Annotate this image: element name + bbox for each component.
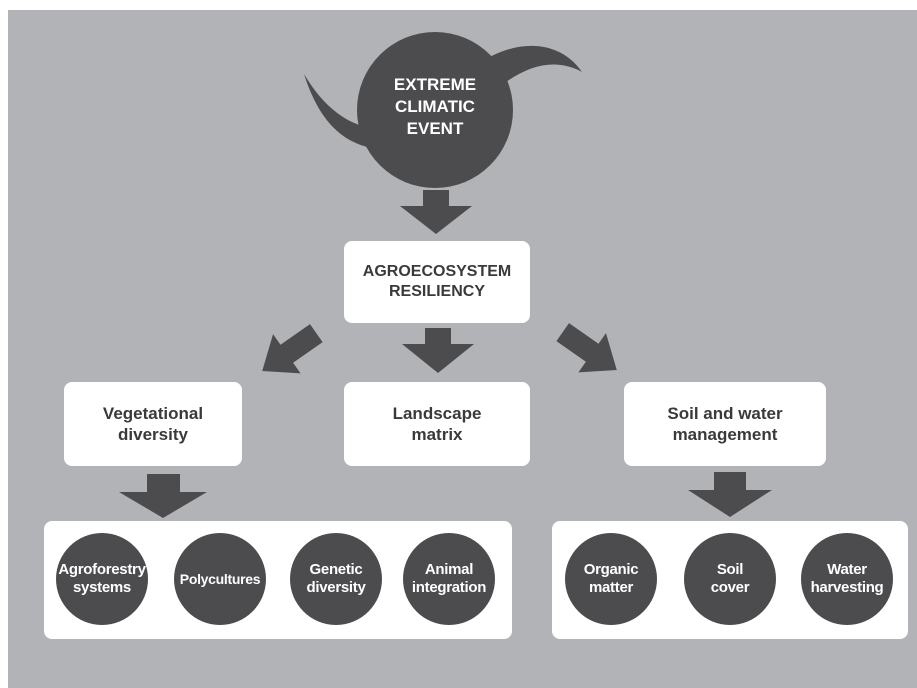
water-harvesting-circle: Water harvesting: [801, 533, 893, 625]
agroforestry-systems-circle: Agroforestry systems: [56, 533, 148, 625]
organic-matter-circle: Organic matter: [565, 533, 657, 625]
landscape-matrix-label: Landscape matrix: [392, 403, 482, 444]
agroecosystem-resiliency-box: AGROECOSYSTEM RESILIENCY: [344, 241, 530, 323]
agroecosystem-resiliency-label: AGROECOSYSTEM RESILIENCY: [362, 263, 512, 300]
extreme-climatic-event-label: EXTREME CLIMATIC EVENT: [393, 75, 477, 139]
vegetational-diversity-label: Vegetational diversity: [102, 403, 204, 444]
arrow-down-soil-water: [688, 472, 772, 517]
soil-water-management-label: Soil and water management: [667, 403, 783, 444]
arrow-down-landscape: [402, 328, 474, 373]
arrow-down-vegetational: [119, 474, 207, 518]
soil-cover-circle: Soil cover: [684, 533, 776, 625]
arrow-diagonal-left: [262, 324, 323, 374]
landscape-matrix-box: Landscape matrix: [344, 382, 530, 466]
soil-water-management-box: Soil and water management: [624, 382, 826, 466]
genetic-diversity-circle: Genetic diversity: [290, 533, 382, 625]
hurricane-icon: [304, 32, 582, 188]
animal-integration-circle: Animal integration: [403, 533, 495, 625]
vegetational-diversity-box: Vegetational diversity: [64, 382, 242, 466]
arrow-down-event: [400, 190, 472, 234]
arrow-diagonal-right: [556, 323, 617, 373]
polycultures-circle: Polycultures: [174, 533, 266, 625]
